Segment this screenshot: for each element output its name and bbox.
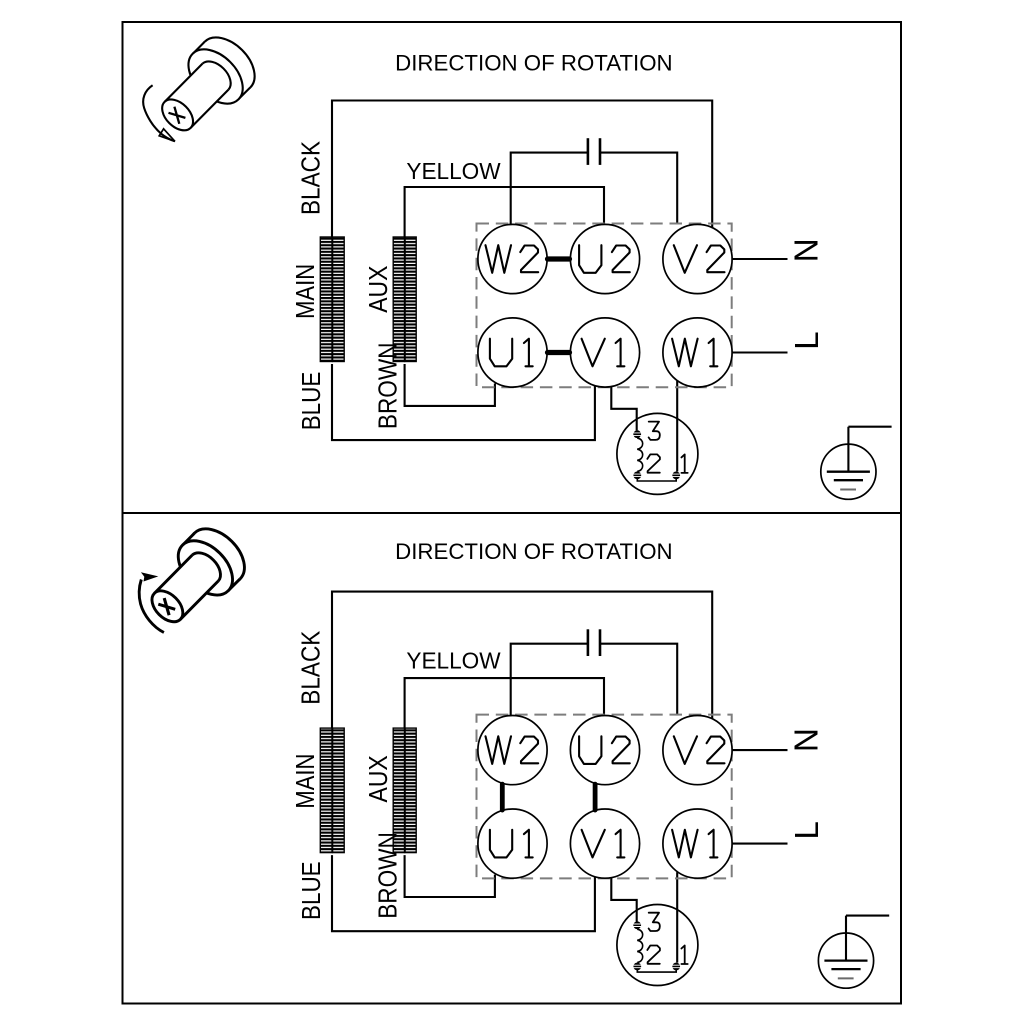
svg-text:MAIN: MAIN [292, 754, 320, 809]
svg-text:AUX: AUX [365, 755, 393, 802]
svg-text:BLUE: BLUE [298, 861, 326, 920]
svg-text:DIRECTION OF ROTATION: DIRECTION OF ROTATION [395, 51, 673, 76]
svg-text:BLACK: BLACK [297, 631, 325, 705]
svg-text:MAIN: MAIN [292, 264, 320, 319]
svg-text:BROWN: BROWN [375, 343, 403, 430]
svg-text:YELLOW: YELLOW [406, 158, 500, 184]
svg-text:YELLOW: YELLOW [406, 648, 500, 674]
svg-text:L: L [789, 331, 826, 350]
svg-text:L: L [789, 821, 826, 840]
svg-text:BLACK: BLACK [297, 141, 325, 215]
svg-text:BROWN: BROWN [375, 832, 403, 919]
svg-text:BLUE: BLUE [298, 372, 326, 431]
svg-text:AUX: AUX [365, 266, 393, 313]
svg-text:N: N [788, 238, 825, 262]
svg-text:N: N [788, 728, 825, 752]
svg-text:DIRECTION OF ROTATION: DIRECTION OF ROTATION [395, 539, 673, 564]
